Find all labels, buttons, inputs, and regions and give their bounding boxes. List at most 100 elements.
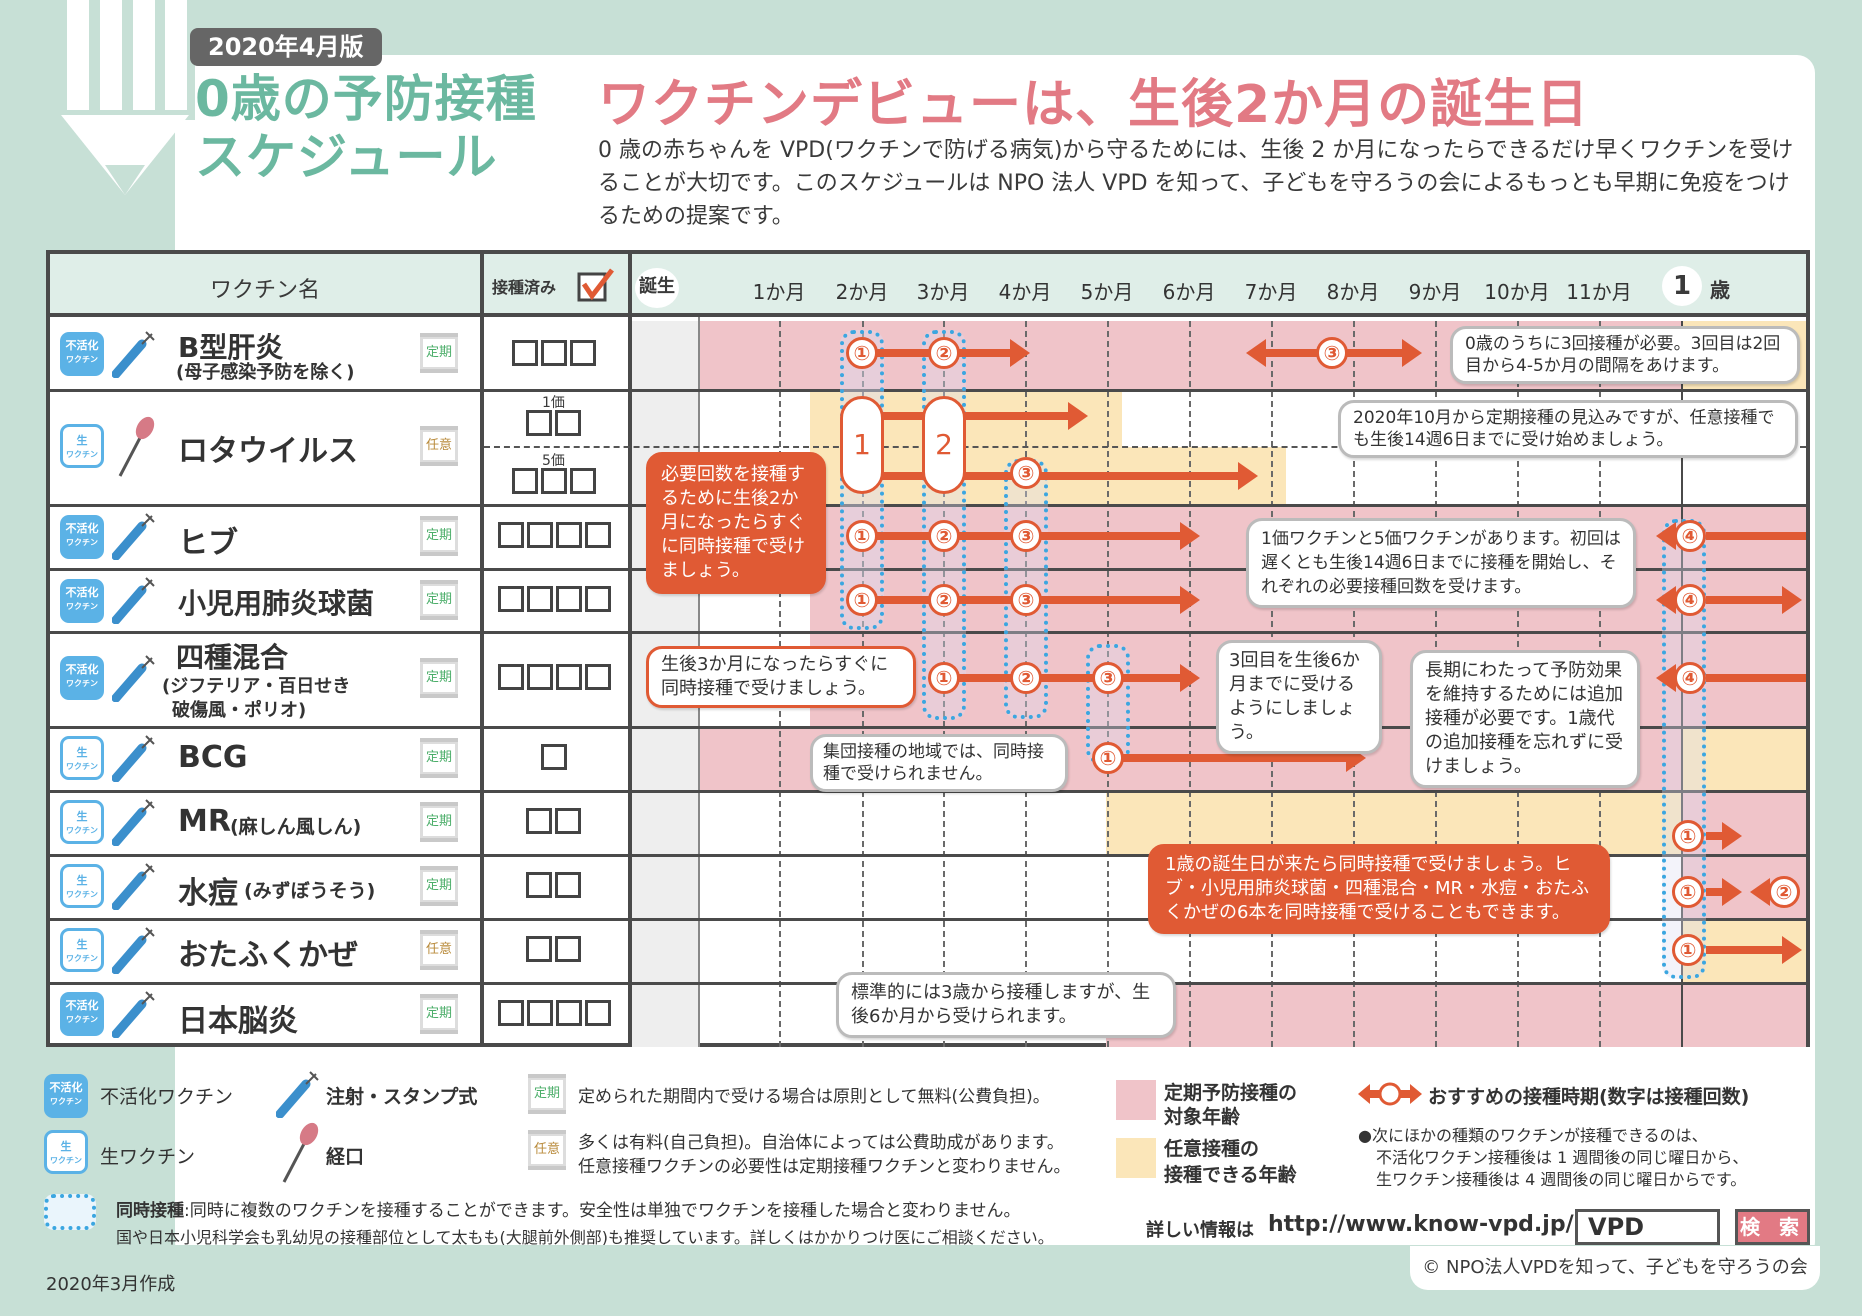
done-checkbox[interactable] [498, 664, 524, 690]
three-month-callout: 生後3か月になったらすぐに同時接種で受けましょう。 [646, 646, 916, 708]
checkmark-icon [577, 268, 614, 302]
legend-routine-tag: 定期 [528, 1074, 566, 1114]
done-checkbox[interactable] [526, 808, 552, 834]
syringe-icon [112, 331, 155, 378]
row-divider [50, 854, 1806, 857]
done-checkbox[interactable] [541, 744, 567, 770]
syringe-icon [112, 991, 155, 1038]
one-year-number: 1 [1662, 266, 1702, 306]
rota-types-callout: 1価ワクチンと5価ワクチンがあります。初回は遅くとも生後14週6日までに接種を開… [1246, 518, 1636, 608]
legend-recommended: おすすめの接種時期(数字は接種回数) [1428, 1086, 1750, 1108]
done-checkbox[interactable] [526, 936, 552, 962]
done-checkbox[interactable] [555, 872, 581, 898]
done-checkbox[interactable] [541, 468, 567, 494]
done-checkboxes[interactable] [526, 808, 581, 834]
done-checkbox[interactable] [556, 664, 582, 690]
arrow-right-icon [1180, 586, 1200, 614]
done-checkbox[interactable] [555, 808, 581, 834]
done-checkboxes[interactable] [526, 410, 581, 436]
done-checkbox[interactable] [498, 586, 524, 612]
done-checkbox[interactable] [570, 468, 596, 494]
legend-optional-tag: 任意 [528, 1130, 566, 1170]
done-checkbox[interactable] [541, 340, 567, 366]
routine-tag: 定期 [420, 738, 458, 778]
done-checkbox[interactable] [585, 586, 611, 612]
month-label: 3か月 [916, 280, 970, 304]
site-url[interactable]: http://www.know-vpd.jp/ [1268, 1212, 1574, 1237]
done-checkboxes[interactable] [512, 340, 596, 366]
dose-arrow [1706, 596, 1786, 604]
dose-arrow [1706, 532, 1806, 540]
vaccine-name: BCG [178, 740, 248, 775]
search-button[interactable]: 検 索 [1735, 1209, 1810, 1245]
done-checkboxes[interactable] [498, 1000, 611, 1026]
month-label: 2か月 [835, 280, 889, 304]
done-checkbox[interactable] [585, 522, 611, 548]
done-checkboxes[interactable] [526, 872, 581, 898]
legend-injection: 注射・スタンプ式 [326, 1086, 478, 1108]
je-callout: 標準的には3歳から接種しますが、生後6か月から受けられます。 [836, 972, 1176, 1038]
legend-live-badge: 生ワクチン [44, 1130, 88, 1174]
dose-arrow [880, 472, 1240, 480]
done-checkbox[interactable] [556, 522, 582, 548]
syringe-icon [112, 513, 155, 560]
col-divider [628, 254, 632, 1047]
live-vaccine-badge: 生ワクチン [60, 928, 104, 972]
legend-site-note: 国や日本小児科学会も乳幼児の接種部位として太もも(大腿前外側部)も推奨しています… [116, 1228, 1054, 1247]
dose-circle: ② [1768, 876, 1800, 908]
title-line-2: スケジュール [195, 128, 498, 186]
done-checkbox[interactable] [555, 410, 581, 436]
dose-circle: ① [928, 662, 960, 694]
done-checkbox[interactable] [556, 586, 582, 612]
done-checkbox[interactable] [512, 340, 538, 366]
month-label: 5か月 [1080, 280, 1134, 304]
month-label: 8か月 [1326, 280, 1380, 304]
done-checkbox[interactable] [498, 522, 524, 548]
arrow-right-icon [1010, 339, 1030, 367]
arrow-right-icon [1180, 522, 1200, 550]
optional-age-swatch [1116, 1138, 1156, 1178]
dose-circle: ① [1092, 742, 1124, 774]
vaccine-name: 小児用肺炎球菌 [178, 587, 375, 620]
dose-arrow [1706, 888, 1726, 896]
done-checkbox[interactable] [512, 468, 538, 494]
done-checkbox[interactable] [555, 936, 581, 962]
done-checkbox[interactable] [570, 340, 596, 366]
done-checkboxes[interactable] [526, 936, 581, 962]
headline: ワクチンデビューは、生後2か月の誕生日 [598, 75, 1590, 135]
done-checkbox[interactable] [526, 872, 552, 898]
done-checkbox[interactable] [527, 1000, 553, 1026]
vaccine-subname: (麻しん風しん) [230, 816, 362, 838]
done-checkbox[interactable] [498, 1000, 524, 1026]
dose-circle: ③ [1316, 337, 1348, 369]
done-checkbox[interactable] [527, 664, 553, 690]
vaccine-name: 水痘 [178, 876, 238, 911]
done-checkboxes[interactable] [512, 468, 596, 494]
done-checkbox[interactable] [556, 1000, 582, 1026]
arrow-right-icon [1402, 339, 1422, 367]
legend-optional-desc-2: 任意接種ワクチンの必要性は定期接種ワクチンと変わりません。 [578, 1157, 1071, 1177]
inactivated-vaccine-badge: 不活化ワクチン [60, 656, 104, 700]
done-checkbox[interactable] [526, 410, 552, 436]
inactivated-vaccine-badge: 不活化ワクチン [60, 515, 104, 559]
search-input[interactable]: VPD [1575, 1209, 1720, 1245]
legend-inactivated: 不活化ワクチン [100, 1086, 234, 1108]
row-divider [50, 568, 1806, 571]
done-checkbox[interactable] [585, 664, 611, 690]
vaccine-subname: (みずぼうそう) [244, 880, 376, 902]
optional-tag: 任意 [420, 930, 458, 970]
live-vaccine-badge: 生ワクチン [60, 424, 104, 468]
legend-inactivated-badge: 不活化ワクチン [44, 1074, 88, 1118]
done-checkboxes[interactable] [498, 522, 611, 548]
done-checkbox[interactable] [585, 1000, 611, 1026]
done-checkboxes[interactable] [498, 586, 611, 612]
rota-5-valent-label: 5価 [542, 453, 565, 469]
dose-circle: ② [1010, 662, 1042, 694]
done-checkbox[interactable] [527, 586, 553, 612]
rota-schedule-callout: 2020年10月から定期接種の見込みですが、任意接種でも生後14週6日までに受け… [1338, 400, 1798, 458]
arrow-left-icon [1750, 878, 1770, 906]
done-checkboxes[interactable] [498, 664, 611, 690]
dose-circle: ③ [1010, 520, 1042, 552]
done-checkboxes[interactable] [541, 744, 567, 770]
done-checkbox[interactable] [527, 522, 553, 548]
